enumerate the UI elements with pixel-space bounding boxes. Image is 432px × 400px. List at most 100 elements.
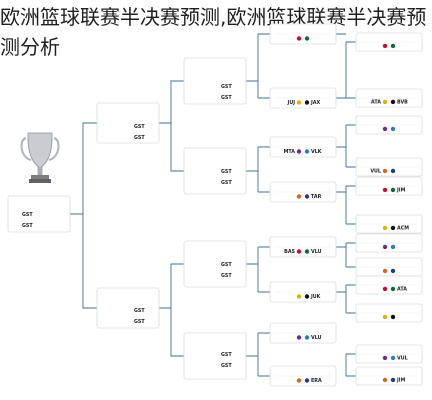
away-team-code: JIM	[396, 377, 406, 383]
final-team-2: GST	[22, 223, 33, 229]
home-team-crest-icon	[382, 43, 388, 49]
round-of-32-match-card[interactable]	[355, 32, 423, 52]
quarterfinal-3-team-2: GST	[221, 273, 232, 279]
round-of-32-match-card[interactable]: ATA	[355, 275, 423, 295]
home-team-crest-icon	[296, 335, 302, 340]
home-team-crest-icon	[382, 126, 388, 132]
home-team-crest-icon	[382, 168, 388, 174]
home-team-code: JUJ	[287, 100, 296, 106]
round-of-32-match-card[interactable]	[355, 115, 423, 135]
home-team-crest-icon	[296, 100, 302, 105]
away-team-code: BVB	[397, 99, 408, 105]
away-team-code: ACM	[397, 225, 409, 231]
away-team-code: JUK	[310, 294, 321, 300]
round-of-16-match-card[interactable]: JUJ JAX	[269, 87, 337, 109]
away-team-code: VLK	[311, 149, 322, 155]
final-team-1: GST	[22, 212, 33, 218]
round-of-16-match-card[interactable]: JUK	[269, 281, 337, 303]
round-of-16-match-card[interactable]	[269, 23, 337, 45]
quarterfinal-3-team-1: GST	[221, 262, 232, 268]
away-team-crest-icon	[390, 355, 396, 361]
round-of-32-match-card[interactable]: VUL	[355, 157, 423, 177]
home-team-crest-icon	[382, 377, 388, 383]
away-team-crest-icon	[390, 244, 396, 250]
semifinal-1-team-1: GST	[134, 124, 145, 130]
round-of-32-match-card[interactable]	[355, 303, 423, 323]
home-team-crest-icon	[296, 36, 302, 41]
away-team-crest-icon	[390, 168, 396, 174]
away-team-crest-icon	[390, 268, 396, 274]
away-team-crest-icon	[304, 194, 310, 199]
semifinal-2-team-2: GST	[134, 319, 145, 325]
quarterfinal-2-team-2: GST	[221, 180, 232, 186]
quarterfinal-1-team-2: GST	[221, 95, 232, 101]
quarterfinal-card[interactable]: GST GST	[183, 147, 247, 195]
away-team-code: VUL	[397, 355, 408, 361]
away-team-crest-icon	[304, 378, 310, 383]
away-team-code: VLU	[311, 249, 322, 255]
home-team-code: VUL	[370, 168, 381, 174]
away-team-code: ERA	[311, 378, 322, 384]
away-team-crest-icon	[304, 36, 310, 41]
semifinal-card[interactable]: GST GST	[96, 102, 160, 144]
away-team-crest-icon	[390, 225, 396, 231]
page-title: 欧洲篮球联赛半决赛预测,欧洲篮球联赛半决赛预测分析	[0, 5, 427, 59]
away-team-crest-icon	[304, 294, 310, 299]
home-team-crest-icon	[382, 244, 388, 250]
home-team-crest-icon	[382, 355, 388, 361]
round-of-16-match-card[interactable]: MTA VLK	[269, 136, 337, 158]
home-team-code: ATA	[371, 99, 381, 105]
quarterfinal-card[interactable]: GST GST	[183, 240, 247, 288]
round-of-32-match-card[interactable]: JIM	[355, 176, 423, 196]
away-team-code: ATA	[397, 286, 407, 292]
away-team-crest-icon	[390, 43, 396, 49]
quarterfinal-2-team-1: GST	[221, 169, 232, 175]
quarterfinal-card[interactable]: GST GST	[183, 332, 247, 380]
home-team-code: MTA	[284, 149, 296, 155]
away-team-crest-icon	[390, 99, 396, 105]
round-of-32-match-card[interactable]	[355, 257, 423, 277]
round-of-32-match-card[interactable]: ATA BVB	[355, 88, 423, 108]
away-team-crest-icon	[390, 187, 396, 193]
home-team-crest-icon	[296, 194, 302, 199]
round-of-32-match-card[interactable]: VUL	[355, 344, 423, 364]
semifinal-card[interactable]: GST GST	[96, 287, 160, 329]
final-card[interactable]: GST GST	[7, 195, 71, 233]
home-team-crest-icon	[382, 99, 388, 105]
round-of-32-match-card[interactable]	[355, 233, 423, 253]
away-team-code: JIM	[396, 187, 406, 193]
semifinal-2-team-1: GST	[134, 308, 145, 314]
home-team-crest-icon	[382, 268, 388, 274]
quarterfinal-card[interactable]: GST GST	[183, 57, 247, 105]
home-team-crest-icon	[296, 149, 302, 154]
semifinal-1-team-2: GST	[134, 135, 145, 141]
away-team-crest-icon	[304, 149, 310, 154]
round-of-32-match-card[interactable]: JIM	[355, 366, 423, 386]
home-team-crest-icon	[382, 225, 388, 231]
round-of-16-match-card[interactable]: VLU	[269, 322, 337, 344]
quarterfinal-4-team-2: GST	[221, 363, 232, 369]
round-of-32-match-card[interactable]: ACM	[355, 214, 423, 234]
home-team-crest-icon	[296, 378, 302, 383]
quarterfinal-1-team-1: GST	[221, 84, 232, 90]
away-team-crest-icon	[304, 249, 310, 254]
home-team-crest-icon	[382, 286, 388, 292]
trophy-icon	[20, 132, 60, 183]
home-team-crest-icon	[296, 249, 302, 254]
away-team-crest-icon	[390, 126, 396, 132]
away-team-crest-icon	[390, 314, 396, 320]
round-of-16-match-card[interactable]: BAS VLU	[269, 236, 337, 258]
away-team-crest-icon	[304, 100, 310, 105]
home-team-crest-icon	[382, 187, 388, 193]
away-team-crest-icon	[304, 335, 310, 340]
round-of-16-match-card[interactable]: ERA	[269, 365, 337, 387]
home-team-code: BAS	[284, 249, 295, 255]
away-team-code: TAR	[311, 194, 322, 200]
round-of-16-match-card[interactable]: TAR	[269, 181, 337, 203]
away-team-crest-icon	[390, 377, 396, 383]
away-team-crest-icon	[390, 286, 396, 292]
away-team-code: VLU	[311, 335, 322, 341]
away-team-code: JAX	[310, 100, 320, 106]
home-team-crest-icon	[296, 294, 302, 299]
